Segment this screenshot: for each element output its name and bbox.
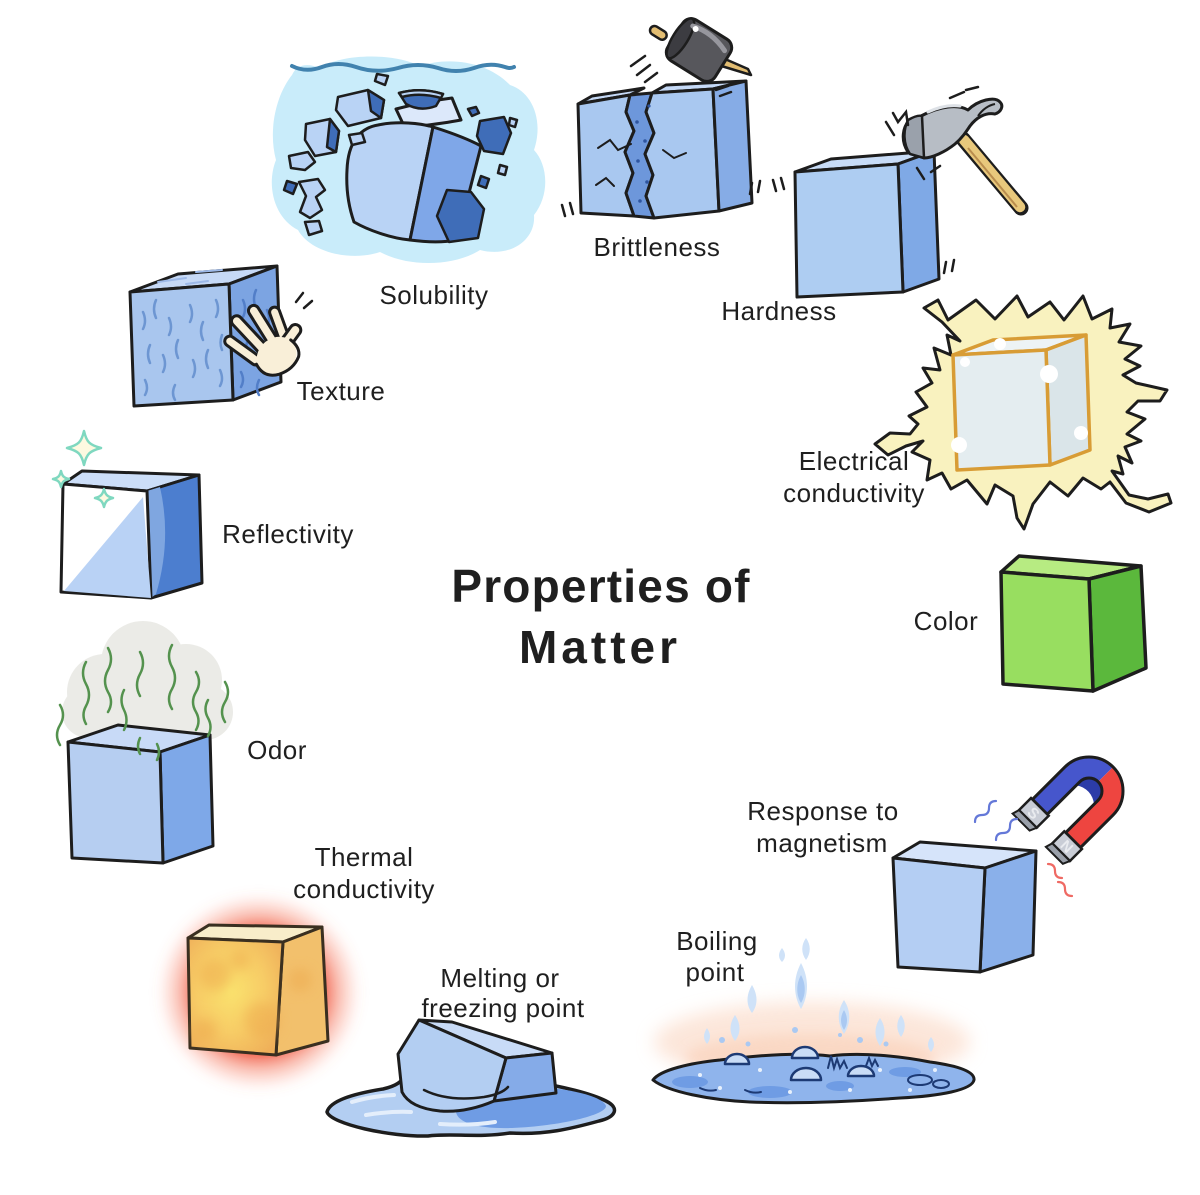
svg-text:Odor: Odor	[247, 735, 307, 765]
svg-text:Hardness: Hardness	[721, 296, 836, 326]
svg-text:Melting or: Melting or	[440, 963, 559, 993]
svg-text:Electrical: Electrical	[799, 446, 909, 476]
svg-text:Response to: Response to	[747, 796, 898, 826]
svg-text:Properties of: Properties of	[451, 560, 750, 612]
svg-text:freezing point: freezing point	[421, 993, 584, 1023]
svg-text:conductivity: conductivity	[293, 874, 435, 904]
svg-text:Reflectivity: Reflectivity	[222, 519, 354, 549]
svg-text:point: point	[686, 957, 745, 987]
svg-text:magnetism: magnetism	[756, 828, 888, 858]
svg-text:Color: Color	[914, 606, 979, 636]
svg-text:conductivity: conductivity	[783, 478, 925, 508]
svg-text:Boiling: Boiling	[676, 926, 758, 956]
svg-text:Solubility: Solubility	[379, 280, 488, 310]
svg-text:Matter: Matter	[519, 621, 681, 673]
svg-text:Thermal: Thermal	[315, 842, 414, 872]
svg-text:Texture: Texture	[297, 376, 386, 406]
svg-text:Brittleness: Brittleness	[594, 232, 721, 262]
